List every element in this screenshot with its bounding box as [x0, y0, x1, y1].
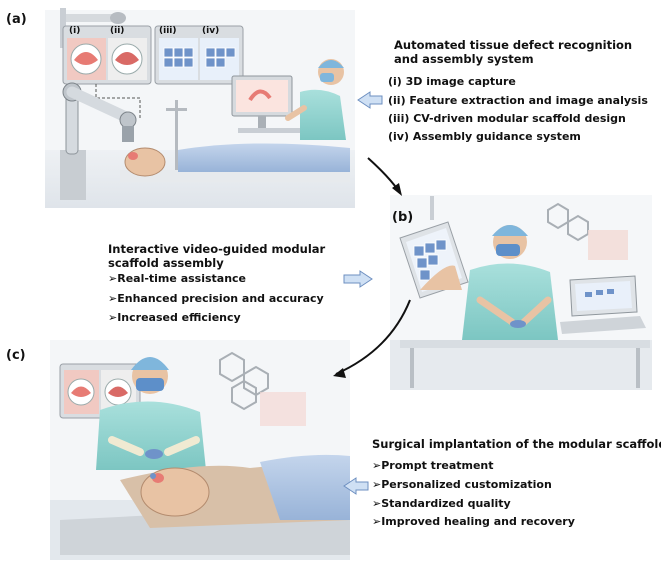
bullet-icon: ➢	[108, 272, 118, 285]
block-arrow-a	[357, 91, 383, 109]
panel-c-item-3: ➢Standardized quality	[372, 497, 511, 510]
panel-c-scene	[50, 340, 350, 560]
panel-a-label: (a)	[6, 12, 27, 27]
panel-b-title: Interactive video-guided modular scaffol…	[108, 242, 326, 270]
panel-a-scene	[45, 8, 355, 208]
bullet-icon: ➢	[372, 478, 382, 491]
monitor-label-iv: (iv)	[202, 26, 220, 36]
bullet-icon: ➢	[108, 292, 118, 305]
bullet-icon: ➢	[372, 515, 382, 528]
laptop	[560, 275, 646, 334]
surgeon-b	[462, 225, 558, 340]
bullet-icon: ➢	[372, 497, 382, 510]
panel-a-item-4: (iv) Assembly guidance system	[388, 130, 581, 143]
monitor-label-iii: (iii)	[159, 26, 177, 36]
panel-c-title: Surgical implantation of the modular sca…	[372, 437, 661, 451]
surgeon-c	[96, 357, 206, 470]
bullet-icon: ➢	[372, 459, 382, 472]
bullet-icon: ➢	[108, 311, 118, 324]
block-arrow-c	[343, 477, 369, 495]
panel-b-scene	[390, 195, 652, 390]
panel-c-label: (c)	[6, 348, 26, 363]
panel-b-item-2: ➢Enhanced precision and accuracy	[108, 292, 324, 305]
panel-a-item-3: (iii) CV-driven modular scaffold design	[388, 112, 626, 125]
patient-c	[60, 454, 350, 555]
robot-arm	[60, 82, 137, 200]
panel-a-item-2: (ii) Feature extraction and image analys…	[388, 94, 648, 107]
panel-a-title: Automated tissue defect recognition and …	[394, 38, 633, 66]
panel-c-item-4: ➢Improved healing and recovery	[372, 515, 575, 528]
flow-arrows	[333, 157, 411, 378]
panel-b-item-3: ➢Increased efficiency	[108, 311, 241, 324]
surgeon-a	[231, 59, 346, 140]
monitor-label-ii: (ii)	[110, 26, 125, 36]
tablet-display	[399, 221, 469, 299]
panel-b-label: (b)	[392, 210, 414, 225]
panel-a-item-1: (i) 3D image capture	[388, 75, 516, 88]
monitor-i-ii	[62, 25, 152, 85]
panel-c-item-2: ➢Personalized customization	[372, 478, 552, 491]
block-arrow-b	[343, 270, 373, 288]
monitor-label-i: (i)	[69, 26, 81, 36]
panel-c-item-1: ➢Prompt treatment	[372, 459, 494, 472]
monitor-iii-iv	[154, 25, 244, 85]
panel-b-item-1: ➢Real-time assistance	[108, 272, 247, 285]
